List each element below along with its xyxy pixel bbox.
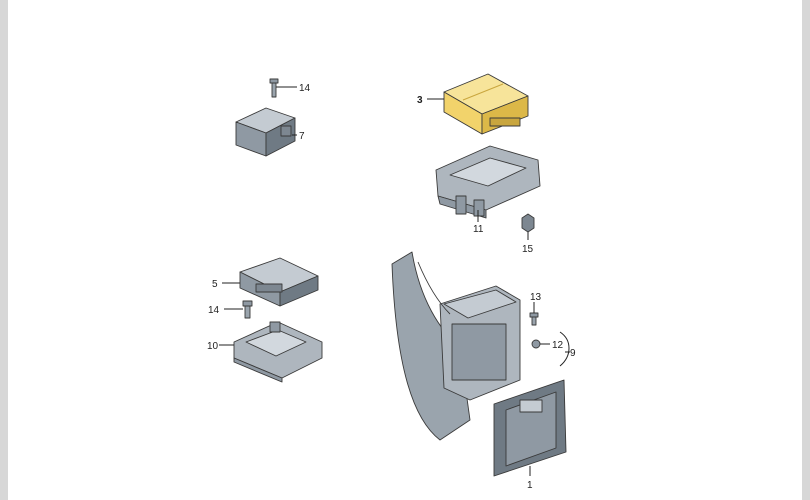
wire-part-9 [559,331,570,367]
leader-lines [219,86,570,476]
module-part-7 [235,107,296,157]
callout-14-top: 14 [299,83,311,94]
callout-1: 1 [527,480,533,491]
screw-part-14-lower [242,300,253,319]
callout-15: 15 [522,244,534,255]
callout-14-lower: 14 [208,305,220,316]
screw-part-14-top [269,78,279,98]
callout-7: 7 [299,131,305,142]
callout-11: 11 [473,224,484,235]
housing-part-1 [391,251,567,477]
callout-5: 5 [212,279,218,290]
callout-3: 3 [417,95,423,106]
module-part-5 [239,257,319,307]
clip-part-12 [531,339,541,349]
callout-10: 10 [207,341,219,352]
nut-part-15 [521,213,535,233]
diagram-frame [8,0,802,500]
callout-9: 9 [570,348,576,359]
callout-12: 12 [552,340,564,351]
holder-part-10 [233,321,323,383]
bracket-part-11 [435,145,541,219]
callout-13: 13 [530,292,542,303]
control-unit-part-3 [443,73,529,135]
bolt-part-13 [529,312,539,326]
